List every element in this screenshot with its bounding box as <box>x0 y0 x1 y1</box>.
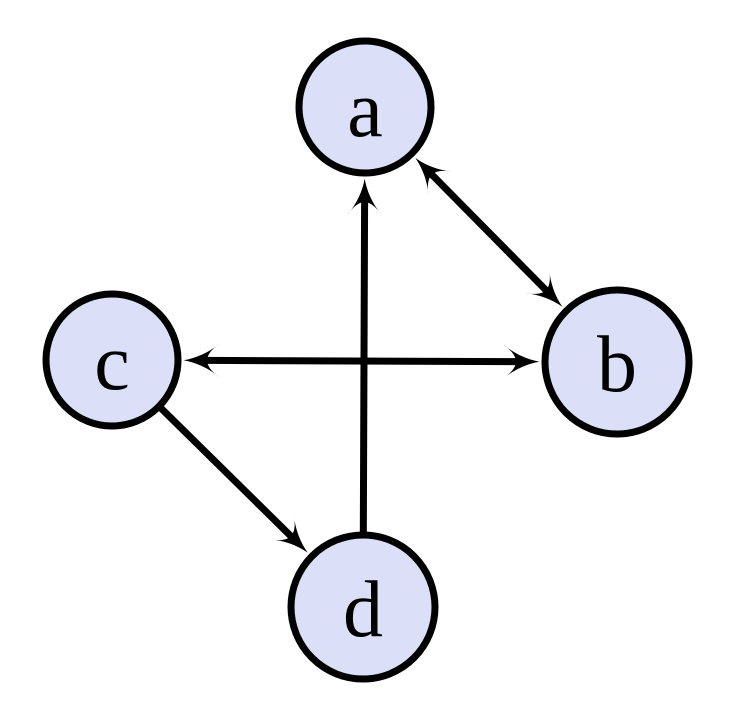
node-a: a <box>295 37 435 177</box>
node-b-label: b <box>597 321 637 409</box>
node-b: b <box>541 286 693 438</box>
edge-a-b <box>415 157 563 307</box>
node-c: c <box>42 290 182 430</box>
node-d-label: d <box>343 566 383 654</box>
edge-c-d <box>155 402 308 553</box>
node-a-circle <box>295 37 435 177</box>
node-c-label: c <box>94 319 130 407</box>
node-d: d <box>287 531 439 683</box>
node-c-circle <box>42 290 182 430</box>
edge-d-a <box>347 178 382 538</box>
node-a-label: a <box>347 66 383 154</box>
node-b-circle <box>541 286 693 438</box>
node-d-circle <box>287 531 439 683</box>
